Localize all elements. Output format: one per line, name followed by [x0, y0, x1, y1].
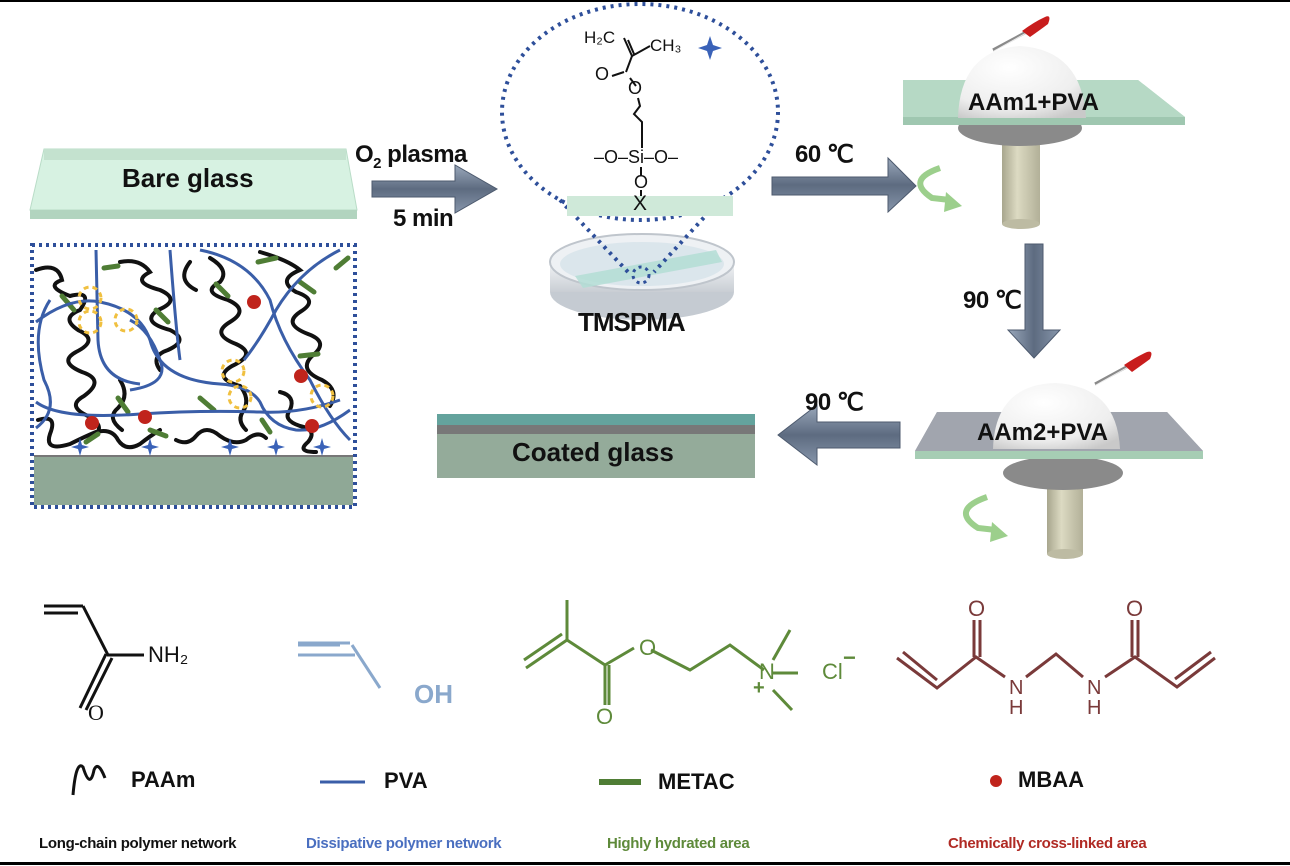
anchor-stars [71, 438, 331, 456]
top-border [0, 0, 1290, 2]
metac-minus-label: − [843, 645, 856, 670]
mbaa-n2-label: N [1087, 677, 1102, 699]
bare-glass-slab [29, 148, 358, 219]
mbaa-legend-name: MBAA [1018, 767, 1084, 792]
coated-glass-slab [437, 414, 755, 478]
step-60c-label: 60 ℃ [795, 141, 854, 168]
o2-o: O [355, 141, 374, 168]
mbaa-caption: Chemically cross-linked area [948, 835, 1147, 852]
pva-structure [298, 641, 382, 689]
tmspma-ch3: CH₃ [650, 36, 682, 55]
paam-o-label: O [88, 700, 104, 725]
pva-legend-name: PVA [384, 768, 428, 793]
tmspma-o-ester: O [628, 78, 643, 98]
pva-caption: Dissipative polymer network [306, 835, 502, 852]
bare-glass-label: Bare glass [122, 163, 254, 193]
arrow-90c-down [1006, 243, 1062, 359]
metac-o-ester-label: O [639, 635, 657, 660]
tmspma-h2c: H₂C [584, 28, 616, 47]
tmspma-x: X [633, 192, 648, 215]
mbaa-n1-label: N [1009, 677, 1024, 699]
metac-structure [523, 600, 798, 712]
metac-o-carbonyl-label: O [596, 704, 614, 729]
arrow-90c-left [777, 403, 901, 467]
magnification-callout [500, 2, 780, 285]
tmspma-o-link: O [634, 172, 649, 192]
paam-nh2-label: NH₂ [148, 642, 189, 667]
o2-plasma-word: plasma [381, 141, 467, 168]
tmspma-dish [549, 233, 735, 320]
metac-cl-label: Cl [822, 659, 843, 684]
metac-plus-label: + [753, 677, 765, 699]
anchor-star-icon [698, 36, 722, 60]
tmspma-si-row: –O–Si–O– [594, 147, 679, 167]
bottom-border [0, 862, 1290, 865]
paam-legend-name: PAAm [131, 767, 196, 792]
plasma-time-label: 5 min [393, 205, 454, 232]
tmspma-label: TMSPMA [578, 307, 686, 337]
metac-caption: Highly hydrated area [607, 835, 750, 852]
aam2-pva-label: AAm2+PVA [977, 419, 1108, 446]
metac-legend-name: METAC [658, 769, 735, 794]
spin-coater-2 [915, 351, 1203, 559]
mbaa-o2-label: O [1126, 596, 1144, 621]
o2-plasma-label: O2 plasma [355, 141, 467, 172]
metac-n-label: N [759, 659, 775, 684]
mbaa-legend-symbol [990, 775, 1002, 787]
tmspma-structure [611, 37, 651, 196]
paam-structure [44, 604, 144, 711]
arrow-o2-plasma [371, 164, 499, 214]
coated-glass-label: Coated glass [512, 437, 674, 467]
polymer-network-inset [30, 243, 357, 509]
mbaa-o1-label: O [968, 596, 986, 621]
paam-caption: Long-chain polymer network [39, 835, 237, 852]
tmspma-o-carbonyl: O [595, 64, 610, 84]
mbaa-h2-label: H [1087, 697, 1102, 719]
step-90c-down-label: 90 ℃ [963, 287, 1022, 314]
step-90c-left-label: 90 ℃ [805, 389, 864, 416]
mbaa-structure [896, 620, 1216, 690]
paam-legend-symbol [71, 764, 107, 796]
spin-coater-1 [903, 16, 1185, 229]
arrow-60c [771, 156, 917, 214]
pva-oh-label: OH [414, 679, 453, 709]
o2-subscript: 2 [373, 154, 382, 172]
mbaa-h1-label: H [1009, 697, 1024, 719]
aam1-pva-label: AAm1+PVA [968, 89, 1099, 116]
